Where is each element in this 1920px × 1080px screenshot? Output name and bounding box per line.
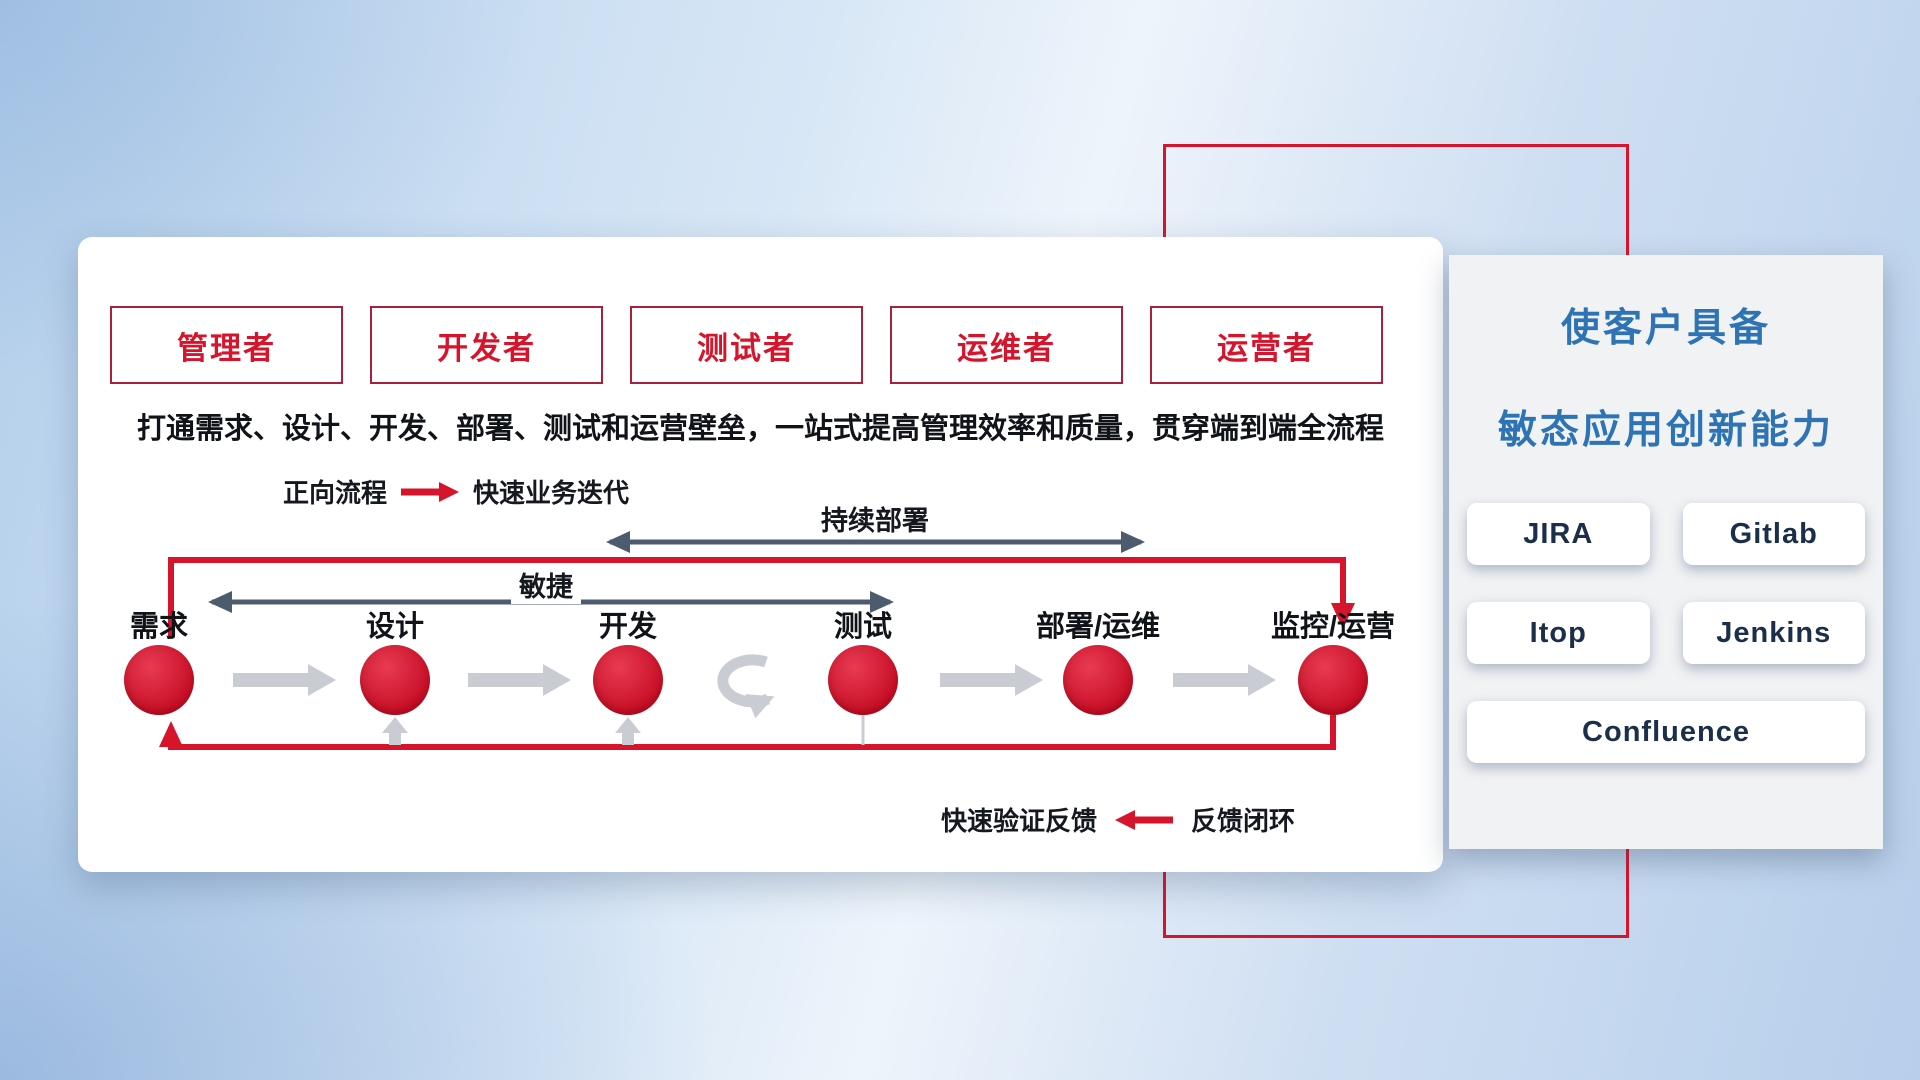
stage-dot-requirements [124,645,194,715]
role-label-developer: 开发者 [437,330,536,366]
role-label-business-ops: 运营者 [1217,330,1316,366]
stage-label-testing: 测试 [833,611,893,643]
stage-label-development: 开发 [598,611,658,643]
stage-label-monitor-ops: 监控/运营 [1270,611,1396,643]
stage-dot-testing [828,645,898,715]
forward-arrow-icon [401,481,460,502]
legend-forward: 正向流程 快速业务迭代 [283,473,629,510]
flow-arrow-req-design [233,664,336,696]
feedback-up-arrow-develop [615,717,641,745]
stage-dot-development [593,645,663,715]
stage-dot-deploy-ops [1063,645,1133,715]
flow-arrow-design-dev [468,664,571,696]
feedback-loop-line [159,715,1336,750]
stage-dot-design [360,645,430,715]
role-box-operations: 运维者 [890,306,1123,384]
tool-gitlab: Gitlab [1682,503,1865,565]
legend-forward-value: 快速业务迭代 [473,478,630,508]
legend-feedback-value: 反馈闭环 [1191,806,1296,836]
roles-row: 管理者 开发者 测试者 运维者 运营者 [110,306,1383,384]
tool-confluence: Confluence [1467,701,1865,763]
benefit-title-line1: 使客户具备 [1560,307,1771,350]
feedback-arrow-icon [1115,809,1174,830]
benefit-panel: 使客户具备 敏态应用创新能力 JIRA Gitlab Itop Jenkins … [1449,255,1883,849]
flow-arrow-test-deploy [940,664,1043,696]
role-label-tester: 测试者 [697,330,796,366]
benefit-title-line2: 敏态应用创新能力 [1497,409,1834,452]
tool-jira: JIRA [1467,503,1650,565]
legend-feedback-label: 快速验证反馈 [941,806,1098,836]
continuous-deploy-label: 持续部署 [813,499,937,538]
stage-label-requirements: 需求 [129,611,189,643]
iteration-loop-icon [717,654,775,719]
role-label-operations: 运维者 [957,330,1056,366]
flow-arrow-deploy-monitor [1173,664,1276,696]
role-box-manager: 管理者 [110,306,343,384]
agile-label: 敏捷 [511,565,581,604]
role-box-business-ops: 运营者 [1150,306,1383,384]
stage-dot-monitor-ops [1298,645,1368,715]
flow-diagram-graphics [159,531,1355,750]
flow-description: 打通需求、设计、开发、部署、测试和运营壁垒，一站式提高管理效率和质量，贯穿端到端… [136,413,1384,445]
stage-label-design: 设计 [365,611,425,643]
role-box-tester: 测试者 [630,306,863,384]
legend-forward-label: 正向流程 [283,478,388,508]
role-label-manager: 管理者 [177,330,276,366]
legend-feedback: 快速验证反馈 反馈闭环 [941,801,1295,838]
stage-label-deploy-ops: 部署/运维 [1035,611,1161,643]
tools-grid: JIRA Gitlab Itop Jenkins Confluence [1467,503,1865,763]
feedback-up-arrow-design [382,717,408,745]
tool-itop: Itop [1467,602,1650,664]
devops-flow-card: 管理者 开发者 测试者 运维者 运营者 打通需求、设计、开发、部署、测试和运营壁… [78,237,1443,872]
tool-jenkins: Jenkins [1682,602,1865,664]
forward-loop-line [168,557,1355,637]
role-box-developer: 开发者 [370,306,603,384]
